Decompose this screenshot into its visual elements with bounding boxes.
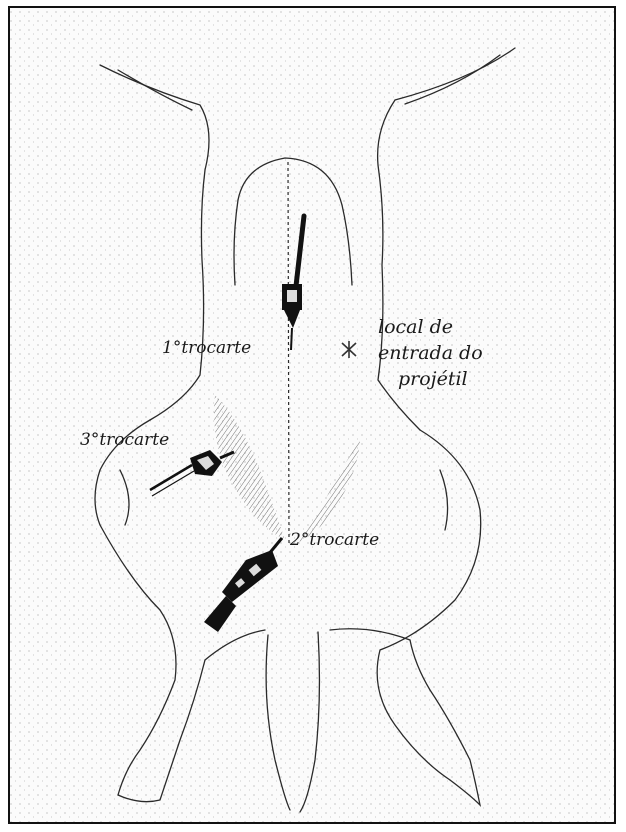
entry-site-label-line2: entrada do bbox=[378, 340, 528, 366]
second-trocar-label: 2°trocarte bbox=[290, 530, 379, 550]
stipple-texture bbox=[10, 8, 614, 822]
first-trocar-label: 1°trocarte bbox=[162, 338, 251, 358]
entry-site-label-line1: local de bbox=[378, 314, 528, 340]
third-trocar-label: 3°trocarte bbox=[80, 430, 169, 450]
entry-site-label-line3: projétil bbox=[378, 366, 528, 392]
entry-site-label: local de entrada do projétil bbox=[378, 314, 528, 392]
